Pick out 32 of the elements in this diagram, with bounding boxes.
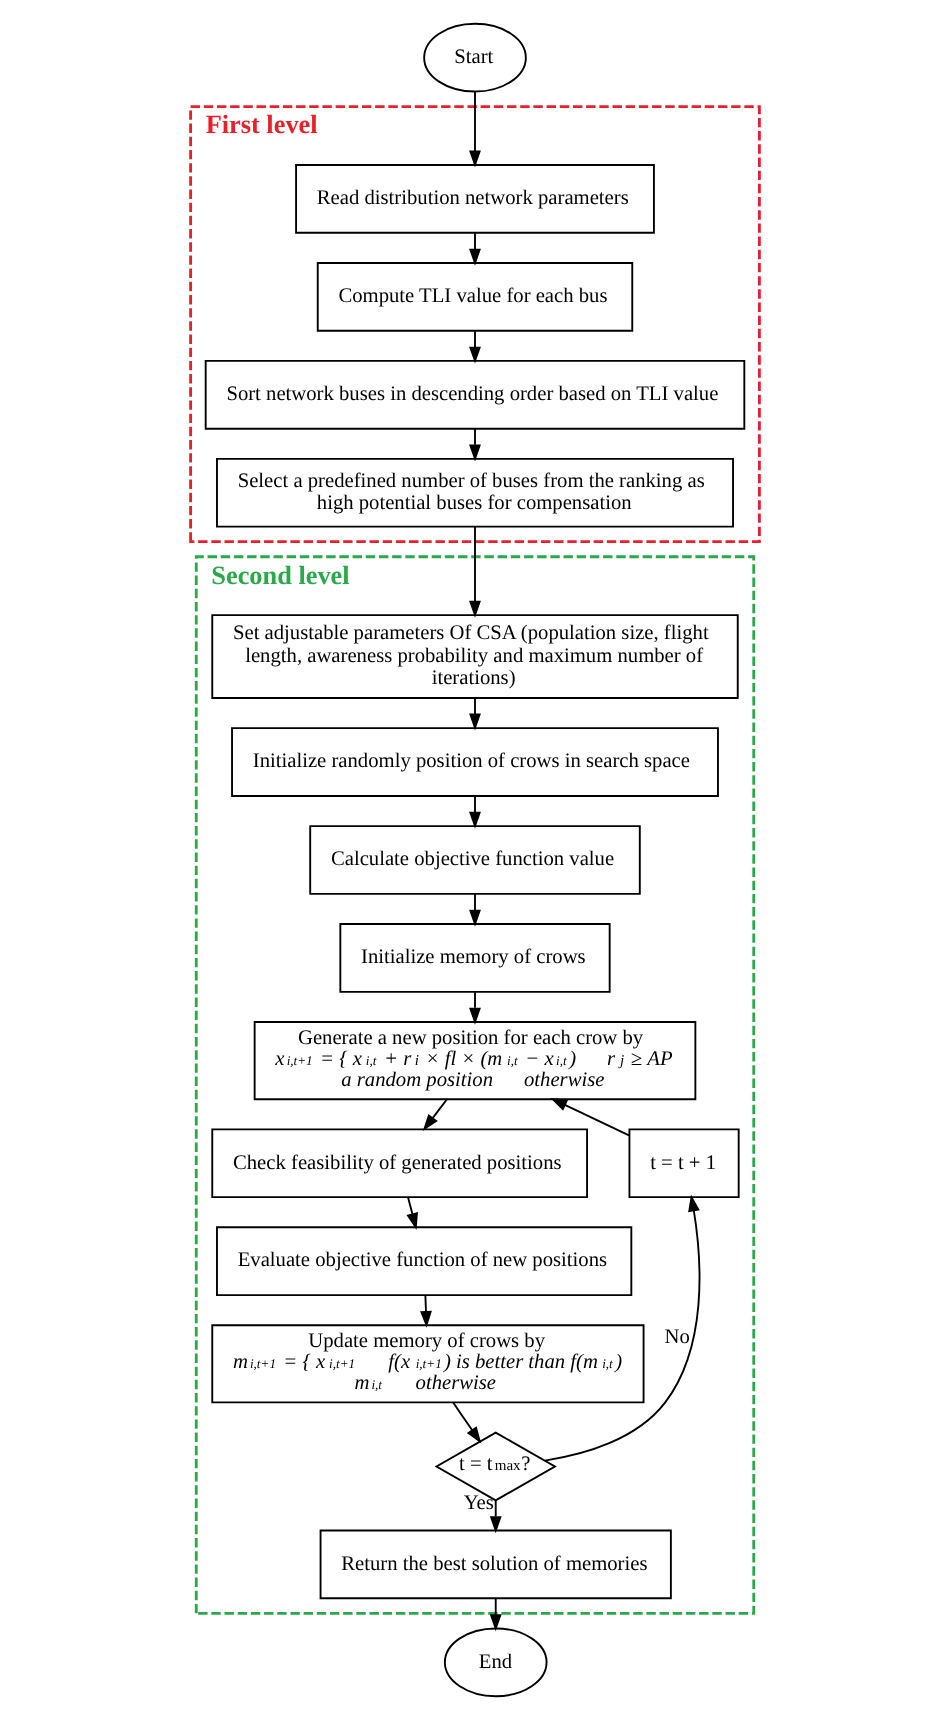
node-box: Calculate objective function value (308, 825, 640, 895)
node-box: Initialize randomly position of crows in search space (230, 727, 718, 797)
node-box: Return the best solution of memories (318, 1529, 671, 1600)
arrow (451, 1401, 481, 1444)
arrow (549, 1098, 629, 1137)
arrow (405, 1196, 417, 1230)
arrow (468, 526, 480, 618)
arrow (421, 1098, 447, 1131)
node-box: Select a predefined number of buses from the ranking as high potential buses for compensation (215, 457, 733, 528)
arrow (488, 1499, 501, 1534)
node-box: t = t + 1 (627, 1128, 739, 1199)
arrow (468, 697, 480, 731)
arrow (468, 991, 480, 1025)
arrow (468, 795, 480, 829)
node-box: Initialize memory of crows (338, 923, 610, 993)
node-box: Read distribution network parameters (294, 164, 654, 234)
node-ellipse: End (442, 1627, 547, 1698)
arrow (543, 1194, 700, 1462)
node-box: Set adjustable parameters Of CSA (population size, flight length, awareness probability and maximum number of iterations) (210, 614, 738, 699)
arrow (468, 893, 480, 927)
node-box: Check feasibility of generated positions (210, 1128, 587, 1199)
arrow (488, 1597, 501, 1632)
node-box: Sort network buses in descending order based on TLI value (203, 359, 745, 430)
node-box: Compute TLI value for each bus (315, 262, 633, 332)
node-box: Evaluate objective function of new positions (215, 1226, 632, 1296)
arrow (419, 1294, 431, 1328)
arrow (468, 330, 480, 364)
arrow (468, 428, 480, 462)
edge-label: No (663, 1326, 689, 1349)
arrow (468, 91, 480, 168)
arrow (468, 232, 480, 266)
node-ellipse: Start (422, 22, 526, 93)
